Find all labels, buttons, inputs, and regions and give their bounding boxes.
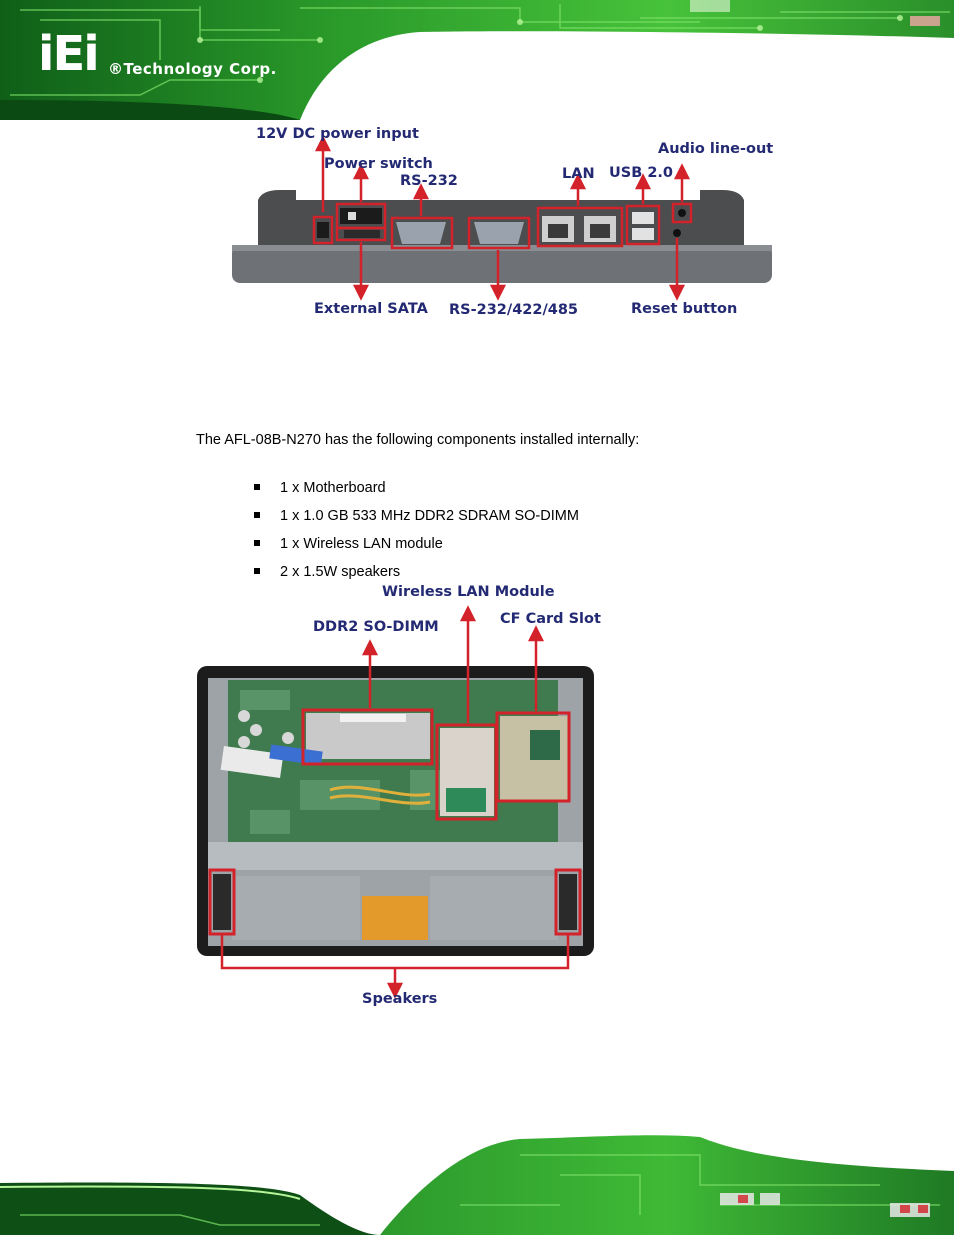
callout-dc-power-input: 12V DC power input bbox=[256, 126, 419, 142]
callout-external-sata: External SATA bbox=[314, 301, 428, 317]
callout-reset-button: Reset button bbox=[631, 301, 738, 317]
footer-banner bbox=[0, 1125, 954, 1235]
callout-lan: LAN bbox=[562, 166, 595, 182]
callout-cf-card-slot: CF Card Slot bbox=[500, 611, 601, 627]
pcb-footer-graphic bbox=[0, 1135, 954, 1235]
internal-components-drawing bbox=[197, 605, 594, 999]
callout-power-switch: Power switch bbox=[324, 156, 433, 172]
header-banner: iEi ®Technology Corp. bbox=[0, 0, 954, 120]
company-name: ®Technology Corp. bbox=[108, 60, 277, 78]
figure-rear-panel: 12V DC power input Power switch RS-232 L… bbox=[0, 120, 954, 320]
intro-paragraph: The AFL-08B-N270 has the following compo… bbox=[196, 432, 640, 448]
bullet-icon bbox=[254, 512, 260, 518]
bullet-icon bbox=[254, 540, 260, 546]
rear-panel-drawing bbox=[232, 135, 772, 301]
callout-wireless-lan-module: Wireless LAN Module bbox=[382, 584, 555, 600]
callout-rs232-422-485: RS-232/422/485 bbox=[449, 302, 579, 318]
callout-usb: USB 2.0 bbox=[609, 165, 674, 181]
bullet-icon bbox=[254, 484, 260, 490]
callout-speakers: Speakers bbox=[362, 991, 438, 1007]
bullet-icon bbox=[254, 568, 260, 574]
callout-rs232: RS-232 bbox=[400, 173, 458, 189]
logo-mark: iEi bbox=[38, 26, 100, 82]
pcb-header-graphic bbox=[0, 0, 954, 120]
callout-audio-line-out: Audio line-out bbox=[658, 141, 774, 157]
figure-internal-components: Wireless LAN Module DDR2 SO-DIMM CF Card… bbox=[0, 580, 954, 1020]
callout-ddr2-so-dimm: DDR2 SO-DIMM bbox=[313, 619, 439, 635]
